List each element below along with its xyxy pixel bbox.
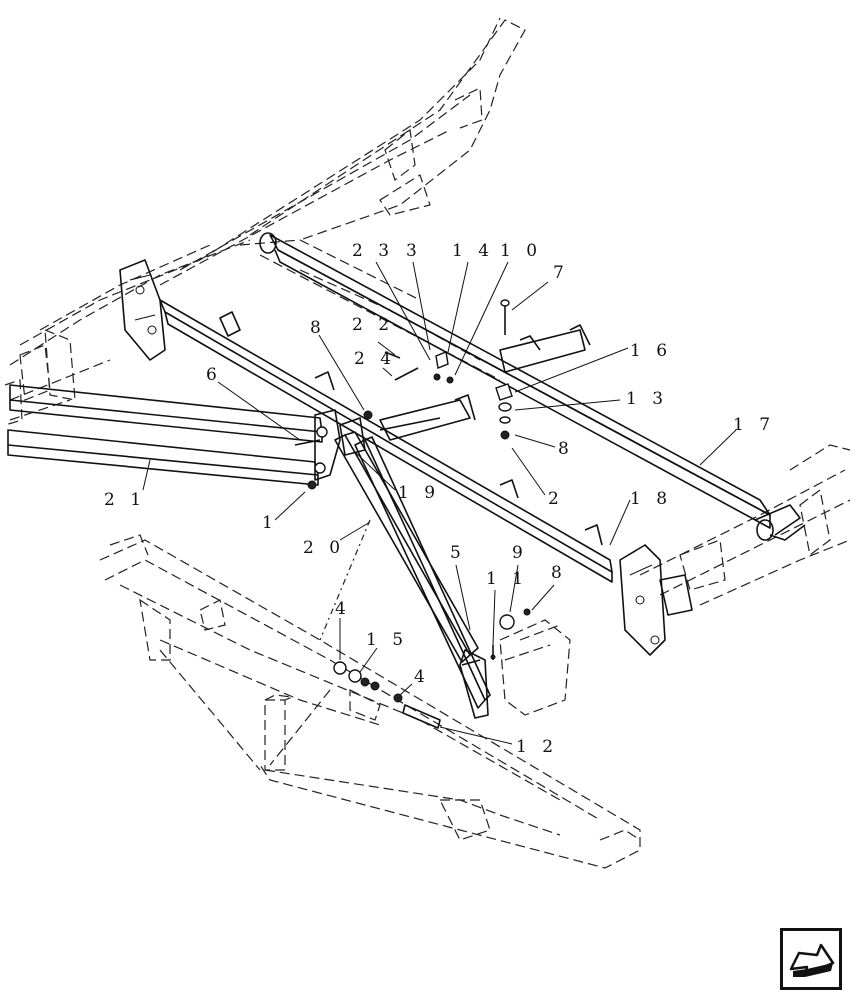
previous-page-button[interactable] (780, 928, 842, 990)
rear-tube (259, 232, 806, 541)
hardware (294, 299, 531, 729)
callout-6: 6 (206, 365, 222, 385)
centre-line (319, 519, 371, 641)
lift-links (7, 384, 323, 486)
front-tube-brackets (219, 311, 603, 546)
rear-tube-brackets (499, 324, 591, 373)
callout-19: 1 9 (398, 483, 440, 503)
front-tube (159, 299, 613, 583)
callout-2: 2 (548, 489, 564, 509)
callout-1: 1 (262, 513, 278, 533)
callout-23: 2 3 (352, 241, 394, 261)
hitch-arms (334, 431, 491, 719)
callout-4: 4 (414, 667, 430, 687)
phantom-main-frame (4, 17, 851, 716)
callout-12: 1 2 (516, 737, 558, 757)
callout-16: 1 6 (630, 341, 672, 361)
callout-18: 1 8 (630, 489, 672, 509)
callout-15: 1 5 (366, 630, 408, 650)
left-hinge-bracket (119, 259, 166, 361)
callout-8: 8 (310, 318, 326, 338)
callout-11: 1 1 (486, 569, 528, 589)
right-hinge-bracket (619, 544, 693, 656)
callout-13: 1 3 (626, 389, 668, 409)
callout-9: 9 (512, 543, 528, 563)
callout-24: 2 4 (354, 349, 396, 369)
callout-8: 8 (551, 563, 567, 583)
callout-8: 8 (558, 439, 574, 459)
callout-22: 2 2 (352, 315, 394, 335)
callout-5: 5 (450, 543, 466, 563)
callout-14: 1 4 (452, 241, 494, 261)
phantom-hitch (99, 534, 641, 869)
callout-labels: 2 3 3 1 4 1 0 7 2 2 8 2 4 1 6 6 1 3 1 7 … (104, 241, 775, 757)
callout-10: 1 0 (500, 241, 542, 261)
hitch-mount-plate (314, 409, 366, 481)
callout-20: 2 0 (303, 538, 345, 558)
callout-4: 4 (335, 599, 351, 619)
callout-7: 7 (553, 263, 569, 283)
callout-21: 2 1 (104, 490, 146, 510)
leader-lines (142, 261, 737, 745)
callout-3: 3 (406, 241, 422, 261)
callout-17: 1 7 (733, 415, 775, 435)
previous-page-arrow-icon (789, 943, 835, 977)
